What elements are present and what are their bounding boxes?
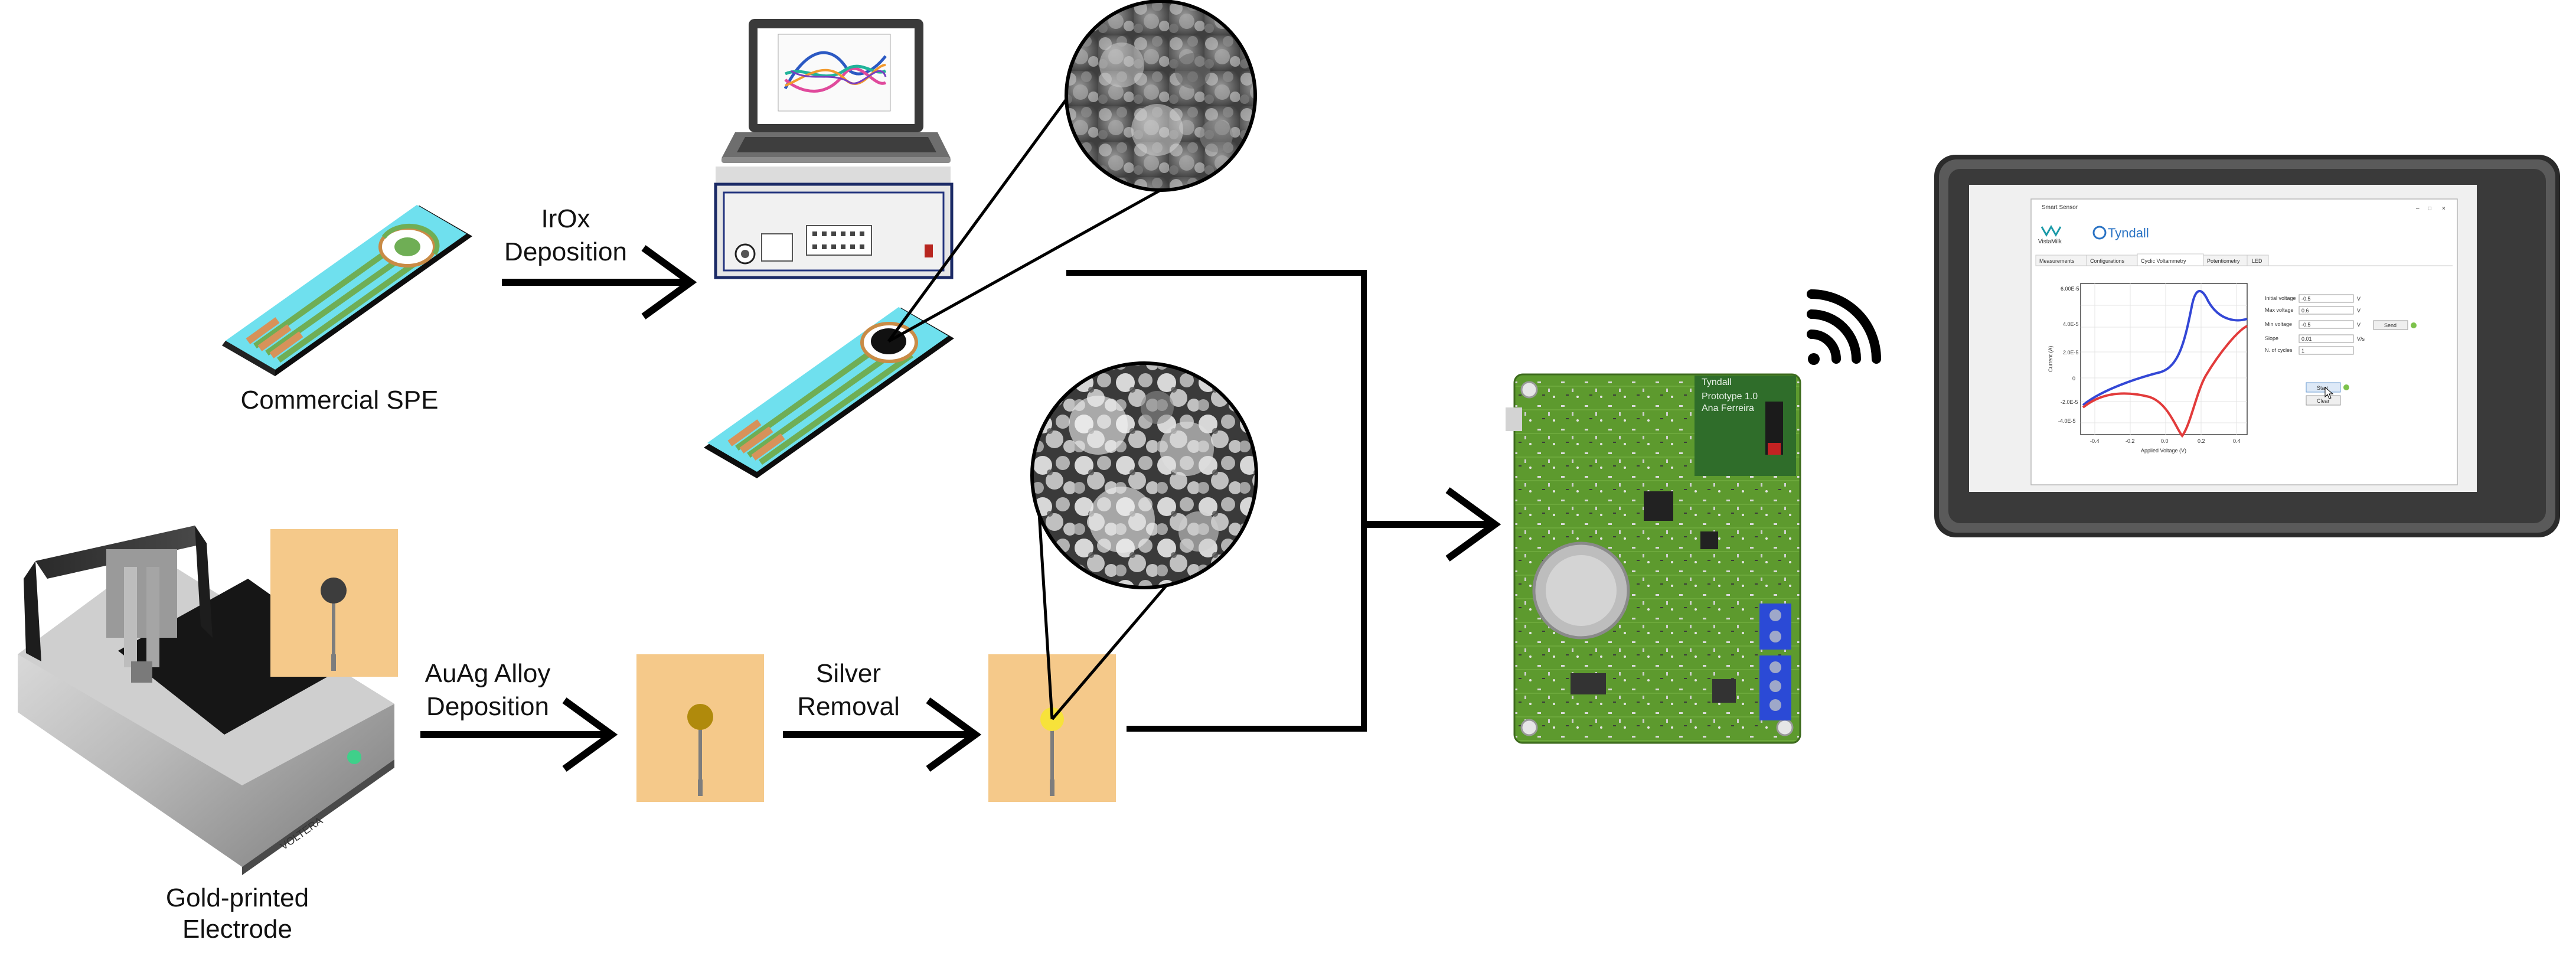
maximize-button[interactable]: □ <box>2428 206 2431 212</box>
field-label-slope: Slope <box>2265 335 2278 341</box>
ytick-0: 6.00E-5 <box>2061 286 2079 292</box>
field-input-slope[interactable] <box>2299 334 2354 343</box>
irox-modified-spe <box>704 307 954 478</box>
cv-parameter-form: Initial voltage -0.5 V Max voltage 0.6 V… <box>2265 294 2417 406</box>
field-label-min: Min voltage <box>2265 321 2292 327</box>
start-status-icon <box>2343 384 2349 390</box>
xtick-0: -0.4 <box>2090 438 2100 444</box>
logo-vistamilk: VistaMilk <box>2038 239 2062 245</box>
arrow-auag <box>420 697 618 772</box>
tab-led[interactable]: LED <box>2252 258 2262 264</box>
pcb-line-1: Prototype 1.0 <box>1702 392 1758 402</box>
voltera-printer: VOLTERA <box>18 526 394 875</box>
commercial-spe <box>222 205 472 376</box>
field-input-min[interactable] <box>2299 320 2354 329</box>
ytick-3: 0 <box>2072 376 2075 381</box>
clear-button-label: Clear <box>2317 398 2330 404</box>
spe-track <box>277 250 432 363</box>
start-button[interactable] <box>2306 382 2341 393</box>
mcu-chip <box>1644 491 1673 521</box>
field-label-cycles: N. of cycles <box>2265 347 2293 353</box>
field-value-cycles: 1 <box>2301 348 2304 354</box>
field-unit-initial: V <box>2357 296 2360 302</box>
start-button-label: Start <box>2317 385 2329 391</box>
field-unit-slope: V/s <box>2357 336 2365 342</box>
porous-gold-electrode <box>988 654 1116 802</box>
arrow-silver-removal <box>783 697 982 772</box>
ytick-4: -2.0E-5 <box>2061 399 2078 405</box>
field-input-max[interactable] <box>2299 306 2354 315</box>
wifi-icon <box>1807 289 1881 365</box>
plot-ylabel: Current (A) <box>2048 345 2053 372</box>
send-button-label: Send <box>2384 322 2397 328</box>
app-window: Smart Sensor – □ × VistaMilk Tyndall Mea… <box>2030 198 2458 485</box>
mouse-cursor-icon <box>2324 386 2334 399</box>
field-value-initial: -0.5 <box>2301 296 2311 302</box>
tab-potentiometry[interactable]: Potentiometry <box>2207 258 2240 264</box>
minimize-button[interactable]: – <box>2416 206 2420 212</box>
tab-bar: Measurements Configurations Cyclic Volta… <box>2035 253 2453 266</box>
ytick-5: -4.0E-5 <box>2058 418 2076 424</box>
auag-electrode <box>636 654 764 802</box>
tab-cyclic-voltammetry[interactable]: Cyclic Voltammetry <box>2141 258 2186 264</box>
app-title: Smart Sensor <box>2042 204 2078 211</box>
pcb-brand: Tyndall <box>1702 377 1732 387</box>
label-gold-1: Gold-printed <box>166 883 309 912</box>
pcb-line-2: Ana Ferreira <box>1702 403 1754 413</box>
arrow-irox <box>502 245 697 319</box>
potentiostat <box>714 167 954 279</box>
label-irox-1: IrOx <box>541 204 590 233</box>
field-unit-max: V <box>2357 308 2360 314</box>
xtick-4: 0.4 <box>2233 438 2241 444</box>
send-status-icon <box>2411 322 2417 328</box>
close-button[interactable]: × <box>2442 206 2446 212</box>
status-led-icon <box>347 750 361 764</box>
cv-reverse-scan <box>2082 325 2248 438</box>
field-label-max: Max voltage <box>2265 307 2294 313</box>
label-silver-2: Removal <box>797 692 900 721</box>
sem-image-porous-gold <box>1030 361 1258 589</box>
cv-plot: 6.00E-5 4.0E-5 2.0E-5 0 -2.0E-5 -4.0E-5 … <box>2048 283 2248 454</box>
label-commercial-spe: Commercial SPE <box>241 386 439 415</box>
field-value-slope: 0.01 <box>2301 336 2312 342</box>
send-button[interactable] <box>2373 320 2408 330</box>
field-value-max: 0.6 <box>2301 308 2309 314</box>
gold-printed-electrode <box>270 529 398 677</box>
ytick-1: 4.0E-5 <box>2063 321 2079 327</box>
clear-button[interactable] <box>2306 395 2341 406</box>
xtick-3: 0.2 <box>2198 438 2205 444</box>
vistamilk-logo: VistaMilk <box>2038 224 2062 245</box>
label-auag-1: AuAg Alloy <box>425 659 551 688</box>
plot-xlabel: Applied Voltage (V) <box>2141 448 2186 454</box>
label-silver-1: Silver <box>816 659 881 688</box>
xtick-1: -0.2 <box>2126 438 2135 444</box>
tyndall-logo: Tyndall <box>2092 226 2149 240</box>
sem-image-irox <box>1065 0 1257 192</box>
field-input-initial[interactable] <box>2299 294 2354 303</box>
xtick-2: 0.0 <box>2161 438 2169 444</box>
tab-measurements[interactable]: Measurements <box>2039 258 2075 264</box>
laptop <box>721 19 951 163</box>
label-auag-2: Deposition <box>426 692 549 721</box>
field-unit-min: V <box>2357 322 2360 328</box>
label-gold-2: Electrode <box>182 915 292 944</box>
power-switch-icon <box>925 244 933 257</box>
cv-forward-scan <box>2082 290 2248 406</box>
pcb-board: Tyndall Prototype 1.0 Ana Ferreira <box>1506 373 1801 744</box>
logo-tyndall: Tyndall <box>2108 226 2149 240</box>
field-label-initial: Initial voltage <box>2265 295 2296 301</box>
label-irox-2: Deposition <box>504 237 627 266</box>
field-input-cycles[interactable] <box>2299 346 2354 355</box>
field-value-min: -0.5 <box>2301 322 2311 328</box>
tab-configurations[interactable]: Configurations <box>2090 258 2125 264</box>
ytick-2: 2.0E-5 <box>2063 350 2079 355</box>
connector-lines <box>1066 270 1501 732</box>
